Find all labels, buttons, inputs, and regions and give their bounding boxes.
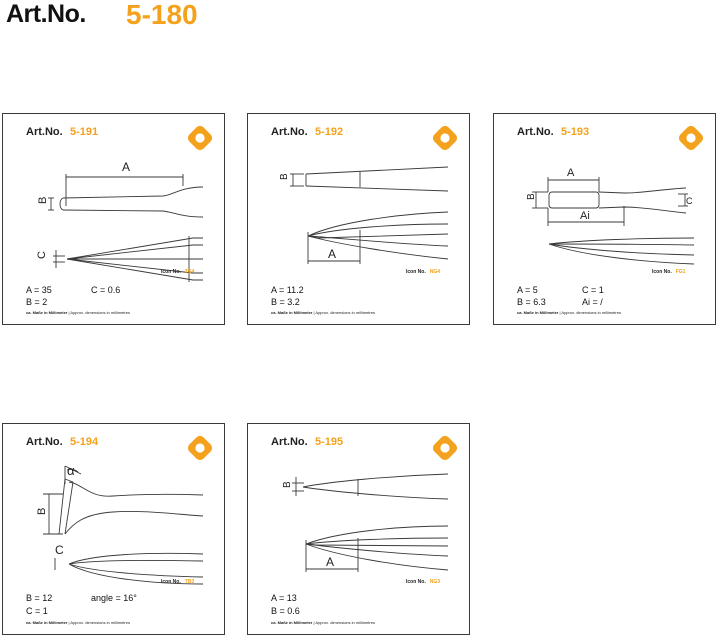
card-art-number: 5-191 bbox=[70, 126, 99, 138]
dim-value: C = 0.6 bbox=[91, 285, 121, 295]
icon-number: Icon No.NG3 bbox=[406, 579, 440, 585]
icon-number-label: Icon No. bbox=[406, 579, 426, 585]
dimension-note-de: ca. Maße in Millimeter bbox=[517, 310, 559, 315]
tweezer-drawing: α B C bbox=[36, 463, 204, 585]
card-art-label: Art.No. bbox=[271, 436, 308, 448]
product-card-5-194: Art.No. 5-194 α B C Icon No.TB3 B = 12 a… bbox=[2, 423, 225, 635]
page-title-number: 5-180 bbox=[126, 0, 198, 30]
card-art-number: 5-192 bbox=[315, 126, 344, 138]
product-card-5-195: Art.No. 5-195 B A Icon No.NG3 A = 13 B =… bbox=[247, 423, 470, 635]
icon-code: TG4 bbox=[184, 269, 195, 275]
tweezer-drawing: A B C Ai bbox=[526, 167, 695, 265]
icon-number: Icon No.FG1 bbox=[652, 269, 685, 275]
dim-value: A = 5 bbox=[517, 285, 538, 295]
dim-value: B = 12 bbox=[26, 593, 53, 603]
dim-value: B = 2 bbox=[26, 297, 48, 307]
dim-label-alpha: α bbox=[67, 463, 75, 478]
card-art-label: Art.No. bbox=[271, 126, 308, 138]
dim-value: A = 13 bbox=[271, 593, 297, 603]
dim-value: angle = 16° bbox=[91, 593, 137, 603]
dimension-note-en: | Approx. dimensions in millimetres bbox=[312, 620, 375, 625]
tweezer-drawing: B A bbox=[282, 473, 449, 572]
dim-value: B = 6.3 bbox=[517, 297, 546, 307]
dimension-note-de: ca. Maße in Millimeter bbox=[26, 620, 68, 625]
dimension-note-en: | Approx. dimensions in millimetres bbox=[67, 310, 130, 315]
dim-label-b: B bbox=[279, 173, 290, 180]
dim-value: C = 1 bbox=[26, 606, 48, 616]
dim-value: A = 11.2 bbox=[271, 285, 304, 295]
dim-value: C = 1 bbox=[582, 285, 604, 295]
icon-number-label: Icon No. bbox=[161, 579, 181, 585]
icon-number-label: Icon No. bbox=[161, 269, 181, 275]
icon-number: Icon No.TB3 bbox=[161, 579, 194, 585]
product-card-5-192: Art.No. 5-192 B A Icon No.NG4 A = 11.2 B… bbox=[247, 113, 470, 325]
dim-label-a: A bbox=[326, 555, 334, 569]
tweezer-drawing: A B C bbox=[36, 160, 204, 282]
card-art-label: Art.No. bbox=[26, 436, 63, 448]
tweezer-drawing: B A bbox=[279, 166, 449, 264]
dim-label-c: C bbox=[36, 251, 48, 259]
page-title-label: Art.No. bbox=[6, 0, 86, 28]
dimension-note-de: ca. Maße in Millimeter bbox=[271, 620, 313, 625]
card-art-number: 5-194 bbox=[70, 436, 99, 448]
dim-value: Ai = / bbox=[582, 297, 603, 307]
dim-value: B = 3.2 bbox=[271, 297, 300, 307]
dimension-note-en: | Approx. dimensions in millimetres bbox=[312, 310, 375, 315]
dim-label-c: C bbox=[55, 543, 64, 557]
dimension-note: ca. Maße in Millimeter | Approx. dimensi… bbox=[26, 310, 130, 315]
product-card-5-193: Art.No. 5-193 A B C Ai Icon No.FG1 A = 5… bbox=[493, 113, 716, 325]
card-art-label: Art.No. bbox=[26, 126, 63, 138]
icon-code: NG3 bbox=[429, 579, 441, 585]
icon-number-label: Icon No. bbox=[406, 269, 426, 275]
dim-value: A = 35 bbox=[26, 285, 52, 295]
card-art-number: 5-193 bbox=[561, 126, 590, 138]
icon-number: Icon No.TG4 bbox=[161, 269, 194, 275]
icon-code: FG1 bbox=[675, 269, 686, 275]
dimension-note: ca. Maße in Millimeter | Approx. dimensi… bbox=[517, 310, 621, 315]
dimension-note: ca. Maße in Millimeter | Approx. dimensi… bbox=[271, 620, 375, 625]
product-card-5-191: Art.No. 5-191 A B C Icon No.TG4 A = 35 C… bbox=[2, 113, 225, 325]
icon-number: Icon No.NG4 bbox=[406, 269, 440, 275]
card-art-label: Art.No. bbox=[517, 126, 554, 138]
dim-label-a: A bbox=[328, 247, 336, 261]
dim-label-a: A bbox=[122, 160, 130, 174]
dimension-note: ca. Maße in Millimeter | Approx. dimensi… bbox=[271, 310, 375, 315]
dim-label-a: A bbox=[567, 167, 575, 179]
dimension-note-de: ca. Maße in Millimeter bbox=[26, 310, 68, 315]
dimension-note-de: ca. Maße in Millimeter bbox=[271, 310, 313, 315]
dimension-note-en: | Approx. dimensions in millimetres bbox=[558, 310, 621, 315]
icon-number-label: Icon No. bbox=[652, 269, 672, 275]
dim-label-ai: Ai bbox=[580, 210, 590, 222]
dimension-note-en: | Approx. dimensions in millimetres bbox=[67, 620, 130, 625]
icon-code: TB3 bbox=[184, 579, 195, 585]
dim-label-b: B bbox=[526, 193, 537, 200]
dim-value: B = 0.6 bbox=[271, 606, 300, 616]
dim-label-b: B bbox=[36, 508, 48, 515]
dimension-note: ca. Maße in Millimeter | Approx. dimensi… bbox=[26, 620, 130, 625]
dim-label-b: B bbox=[37, 197, 49, 204]
dim-label-b: B bbox=[282, 481, 293, 488]
dim-label-c: C bbox=[686, 196, 693, 206]
icon-code: NG4 bbox=[429, 269, 441, 275]
card-art-number: 5-195 bbox=[315, 436, 344, 448]
